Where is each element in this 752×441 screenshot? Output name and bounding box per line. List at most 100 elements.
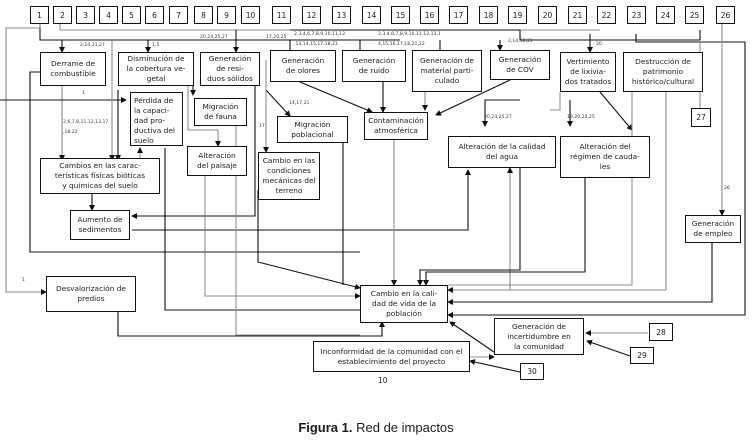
caption-label: Figura 1. [298, 420, 353, 435]
edge-incertidumbre-calidadvida [449, 321, 495, 353]
source-box: 25 [685, 6, 704, 24]
edge-23-patrimonio [447, 34, 746, 318]
edge-paisaje-calidadvida [204, 176, 361, 299]
source-box: 11 [272, 6, 291, 24]
edge-lixiviados-caudales [599, 91, 633, 131]
source-box: 2 [53, 6, 72, 24]
edge-label: 2,3,4,6,7,8,9,10,11,12 [294, 32, 346, 37]
source-box: 8 [194, 6, 213, 24]
source-box: 10 [241, 6, 260, 24]
edge-label: ,18,22 [63, 130, 78, 135]
source-box: 26 [716, 6, 735, 24]
node-destruccion-patrimonio: Destrucción de patrimonio histórico/cult… [623, 52, 703, 92]
caption-text: Red de impactos [352, 420, 454, 435]
node-cambio-condiciones: Cambio en las condiciones mecánicas del … [258, 152, 320, 200]
edge-caudales-calidadvida [423, 177, 586, 286]
edge-29-incertidumbre [586, 339, 631, 357]
node-generacion-material: Generación de material parti- culado [412, 50, 482, 92]
edge-label: 26 [724, 186, 730, 191]
edge-30-inconformidad [469, 359, 521, 373]
edge-label: 2,14,18,21 [508, 39, 533, 44]
node-generacion-empleo: Generación de empleo [685, 215, 741, 243]
edge-derrame-1 [29, 71, 360, 253]
node-inconformidad-comunidad: Inconformidad de la comunidad con el est… [313, 341, 470, 372]
edge-label: 2,14,21,27 [80, 43, 105, 48]
edge-cov-contaminacion [435, 79, 511, 116]
edge-to-migracion-pob [265, 89, 291, 117]
source-box-27: 27 [691, 108, 711, 127]
edge-label: 20 [596, 42, 602, 47]
edge-27-gray [448, 92, 633, 286]
edge-label: 4,15,16,17,18,21,22 [378, 42, 425, 47]
source-box: 5 [122, 6, 141, 24]
edge-patrimonio-calidadvida [447, 92, 667, 293]
source-box-30: 30 [520, 363, 544, 380]
edge-desvalorizacion-calidadvida [117, 312, 385, 337]
figure-caption: Figura 1. Red de impactos [0, 420, 752, 435]
source-box: 16 [420, 6, 439, 24]
node-perdida-capacidad: Pérdida de la capaci- dad pro- ductiva d… [130, 92, 183, 146]
source-box: 12 [302, 6, 321, 24]
source-box: 18 [479, 6, 498, 24]
bus-to-cov [290, 29, 701, 41]
node-migracion-poblacional: Migración poblacional [277, 116, 348, 143]
edge-olores-contaminacion [299, 81, 373, 113]
source-box: 3 [76, 6, 95, 24]
source-box: 4 [99, 6, 118, 24]
node-aumento-sedimentos: Aumento de sedimentos [70, 210, 130, 240]
edge-agua-calidadvida [417, 168, 521, 286]
edge-label: 14,17,21 [289, 101, 310, 106]
node-generacion-cov: Generación de COV [490, 50, 550, 80]
node-cambios-suelo: Cambios en las carac- terísticas físicas… [40, 158, 160, 194]
edge-1-desvalorizacion [5, 24, 47, 295]
source-box: 9 [217, 6, 236, 24]
node-desvalorizacion-predios: Desvalorización de predios [46, 276, 136, 312]
source-box: 6 [145, 6, 164, 24]
edge-label: 2,6,7,8,11,12,13,17 [63, 120, 109, 125]
edge-lixiviados-gray [550, 92, 561, 111]
edge-label: 20,24,25,27 [484, 115, 512, 120]
source-box: 1 [30, 6, 49, 24]
edge-label: 20,24,25,27 [200, 35, 228, 40]
edge-label: 17 [259, 124, 265, 129]
source-box-29: 29 [630, 347, 654, 364]
source-box: 17 [449, 6, 468, 24]
node-generacion-olores: Generación de olores [270, 50, 336, 82]
edge-dis-paisaje [187, 86, 221, 147]
edge-fauna-long [235, 120, 360, 336]
node-generacion-incertidumbre: Generación de incertidumbre en la comuni… [494, 318, 584, 355]
source-box: 21 [568, 6, 587, 24]
node-vertimiento-lixiviados: Vertimiento de lixivia- dos tratados [560, 52, 616, 92]
node-derrame-combustible: Derrame de combustible [40, 52, 106, 86]
source-box: 7 [169, 6, 188, 24]
edge-label: ,13,14,15,17,18,21 [294, 42, 338, 47]
edge-empleo-calidadvida [447, 242, 713, 305]
node-generacion-residuos: Generación de resi- duos sólidos [200, 52, 260, 86]
node-generacion-ruido: Generación de ruido [342, 50, 406, 82]
edge-label: 1 [22, 278, 25, 283]
edge-sedimentos-agua [132, 169, 471, 231]
edge-label: 1,5 [152, 43, 160, 48]
edge-label: 19,20,24,25 [567, 115, 595, 120]
node-disminucion-cobertura: Disminución de la cobertura ve- getal [118, 52, 194, 86]
source-box: 19 [508, 6, 527, 24]
source-box-28: 28 [649, 323, 673, 341]
source-box: 14 [362, 6, 381, 24]
node-contaminacion-atmosferica: Contaminación atmosférica [364, 112, 428, 140]
edge-label: 2,3,4,6,7,8,9,10,11,12,13,1 [378, 32, 441, 37]
source-box: 15 [391, 6, 410, 24]
node-alteracion-caudales: Alteración del régimen de cauda- les [560, 136, 650, 178]
edge-label: 17,20,25 [266, 35, 287, 40]
node-alteracion-calidad-agua: Alteración de la calidad del agua [448, 136, 556, 168]
source-box: 24 [656, 6, 675, 24]
node-migracion-fauna: Migración de fauna [194, 98, 247, 126]
source-box: 22 [597, 6, 616, 24]
source-box: 23 [627, 6, 646, 24]
top-bus-black [39, 24, 400, 41]
edge-label: 1 [82, 91, 85, 96]
node-cambio-calidad-vida: Cambio en la cali- dad de vida de la pob… [360, 285, 448, 323]
source-box: 13 [332, 6, 351, 24]
edge-condiciones-calidadvida [257, 190, 361, 290]
node-alteracion-paisaje: Alteración del paisaje [187, 146, 247, 176]
